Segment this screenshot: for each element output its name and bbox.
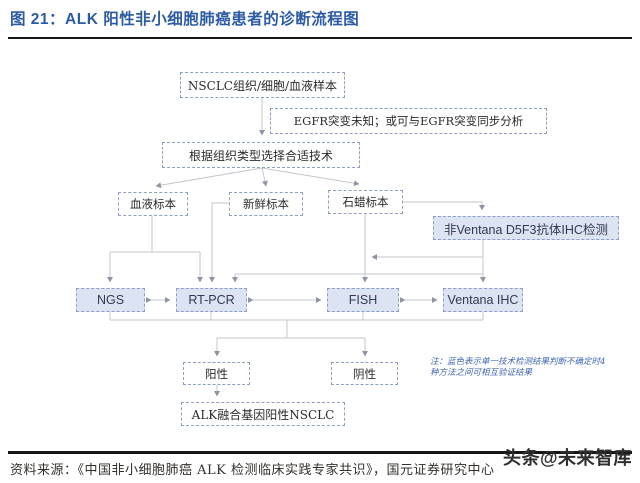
source-divider-line: [8, 451, 632, 454]
node-rt-pcr: RT-PCR: [176, 288, 247, 312]
node-fish: FISH: [327, 288, 399, 312]
node-positive-result: 阳性: [183, 362, 250, 385]
node-alk-positive-nsclc: ALK融合基因阳性NSCLC: [181, 402, 345, 426]
node-negative-result: 阴性: [331, 362, 398, 385]
node-blood-specimen: 血液标本: [118, 192, 188, 216]
node-ngs: NGS: [76, 288, 145, 312]
connector-group: [107, 98, 486, 397]
node-non-ventana-ihc: 非Ventana D5F3抗体IHC检测: [433, 216, 619, 240]
figure-title: 图 21：ALK 阳性非小细胞肺癌患者的诊断流程图: [10, 11, 360, 28]
flowchart-footnote: 注：蓝色表示单一技术检测结果判断不确定时4种方法之间可相互验证结果: [430, 357, 606, 378]
node-ventana-ihc: Ventana IHC: [443, 288, 523, 312]
node-paraffin-specimen: 石蜡标本: [328, 190, 403, 214]
node-select-technique: 根据组织类型选择合适技术: [162, 142, 360, 168]
watermark-toutiao: 头条@未来智库: [503, 448, 633, 468]
node-egfr-note: EGFR突变未知；或可与EGFR突变同步分析: [270, 108, 547, 134]
node-nsclc-sample: NSCLC组织/细胞/血液样本: [180, 72, 345, 98]
node-fresh-specimen: 新鲜标本: [229, 192, 303, 216]
source-attribution: 资料来源：《中国非小细胞肺癌 ALK 检测临床实践专家共识》，国元证券研究中心: [10, 463, 495, 478]
title-divider-line: [8, 37, 632, 39]
